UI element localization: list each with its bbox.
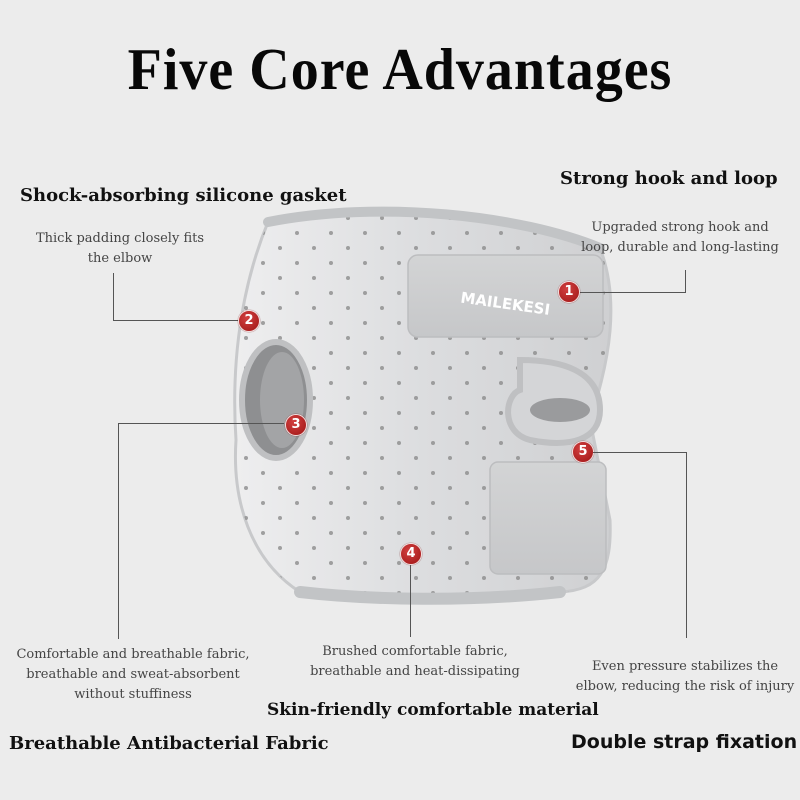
badge-1: 1 — [558, 281, 580, 303]
desc-breathable-antibacterial-fabric: Comfortable and breathable fabric, breat… — [16, 647, 250, 702]
badge-2: 2 — [238, 310, 260, 332]
desc-double-strap-fixation: Even pressure stabilizes the elbow, redu… — [575, 659, 795, 694]
desc-strong-hook-and-loop: Upgraded strong hook and loop, durable a… — [581, 220, 779, 255]
heading-skin-friendly-comfortable-material: Skin-friendly comfortable material — [267, 700, 599, 720]
leader-line-2 — [113, 320, 239, 321]
badge-3: 3 — [285, 414, 307, 436]
heading-breathable-antibacterial-fabric: Breathable Antibacterial Fabric — [9, 733, 329, 754]
leader-line-5-vertical — [686, 452, 687, 638]
leader-line-1-vertical — [685, 270, 686, 293]
heading-strong-hook-and-loop: Strong hook and loop — [560, 168, 778, 189]
leader-line-2-vertical — [113, 273, 114, 321]
heading-double-strap-fixation: Double strap fixation — [571, 731, 798, 753]
leader-line-3-vertical — [118, 423, 119, 639]
heading-shock-absorbing-silicone-gasket: Shock-absorbing silicone gasket — [20, 185, 347, 206]
leader-line-3 — [118, 423, 284, 424]
leader-line-5 — [593, 452, 687, 453]
badge-5: 5 — [572, 441, 594, 463]
badge-4: 4 — [400, 543, 422, 565]
desc-shock-absorbing-silicone-gasket: Thick padding closely fits the elbow — [35, 231, 205, 266]
page-title: Five Core Advantages — [127, 37, 673, 103]
leader-line-4-vertical — [410, 565, 411, 637]
leader-line-1 — [579, 292, 685, 293]
desc-skin-friendly-comfortable-material: Brushed comfortable fabric, breathable a… — [310, 644, 520, 679]
